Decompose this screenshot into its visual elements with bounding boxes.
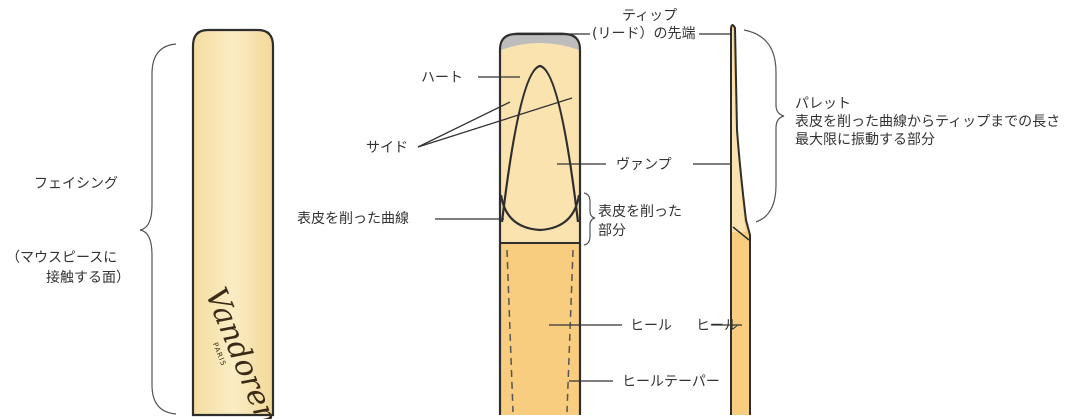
heart-label: ハート <box>421 70 463 86</box>
vamp-area <box>500 34 580 243</box>
profile-reed <box>730 24 751 415</box>
heel-taper-label: ヒールテーパー <box>622 374 720 390</box>
vamp-reed-outline <box>498 32 582 415</box>
heel-taper-right <box>566 249 574 413</box>
vamp-reed <box>498 32 582 415</box>
profile-cut-line <box>732 226 750 241</box>
heel-label-right: ヒール <box>696 318 738 334</box>
cut-curve-label: 表皮を削った曲線 <box>297 211 409 227</box>
facing-note-line2: 接触する面） <box>46 269 130 286</box>
profile-vamp-shade <box>732 30 746 232</box>
tip-area <box>501 32 579 50</box>
cut-part-brace <box>583 192 596 246</box>
cut-part-label-line1: 表皮を削った <box>598 204 682 220</box>
facing-brace <box>139 43 177 415</box>
heel-area <box>500 243 580 415</box>
facing-reed: Vandoren PARIS <box>191 28 284 419</box>
palette-brace <box>743 29 785 223</box>
cut-curve <box>499 194 581 232</box>
side-leader-1 <box>417 101 511 148</box>
heel-taper-left <box>506 249 514 413</box>
vamp-label: ヴァンプ <box>616 156 672 173</box>
facing-reed-body <box>191 28 275 417</box>
palette-label-line2: 表皮を削った曲線からティップまでの長さ <box>795 114 1060 130</box>
facing-note-line1: （マウスピースに <box>6 250 117 266</box>
palette-label-line1: パレット <box>795 96 851 112</box>
tip-label-line1: ティップ <box>622 8 677 24</box>
facing-label: フェイシング <box>34 176 118 192</box>
side-leader-2 <box>417 97 573 148</box>
heel-label-mid: ヒール <box>630 318 672 334</box>
palette-label-line3: 最大限に振動する部分 <box>795 132 935 148</box>
heart-outline <box>500 64 580 223</box>
tip-label-line2: (リード）の先端 <box>592 26 695 42</box>
side-label: サイド <box>366 140 408 156</box>
profile-reed-outline <box>730 24 751 415</box>
cut-part-label-line2: 部分 <box>598 223 626 239</box>
